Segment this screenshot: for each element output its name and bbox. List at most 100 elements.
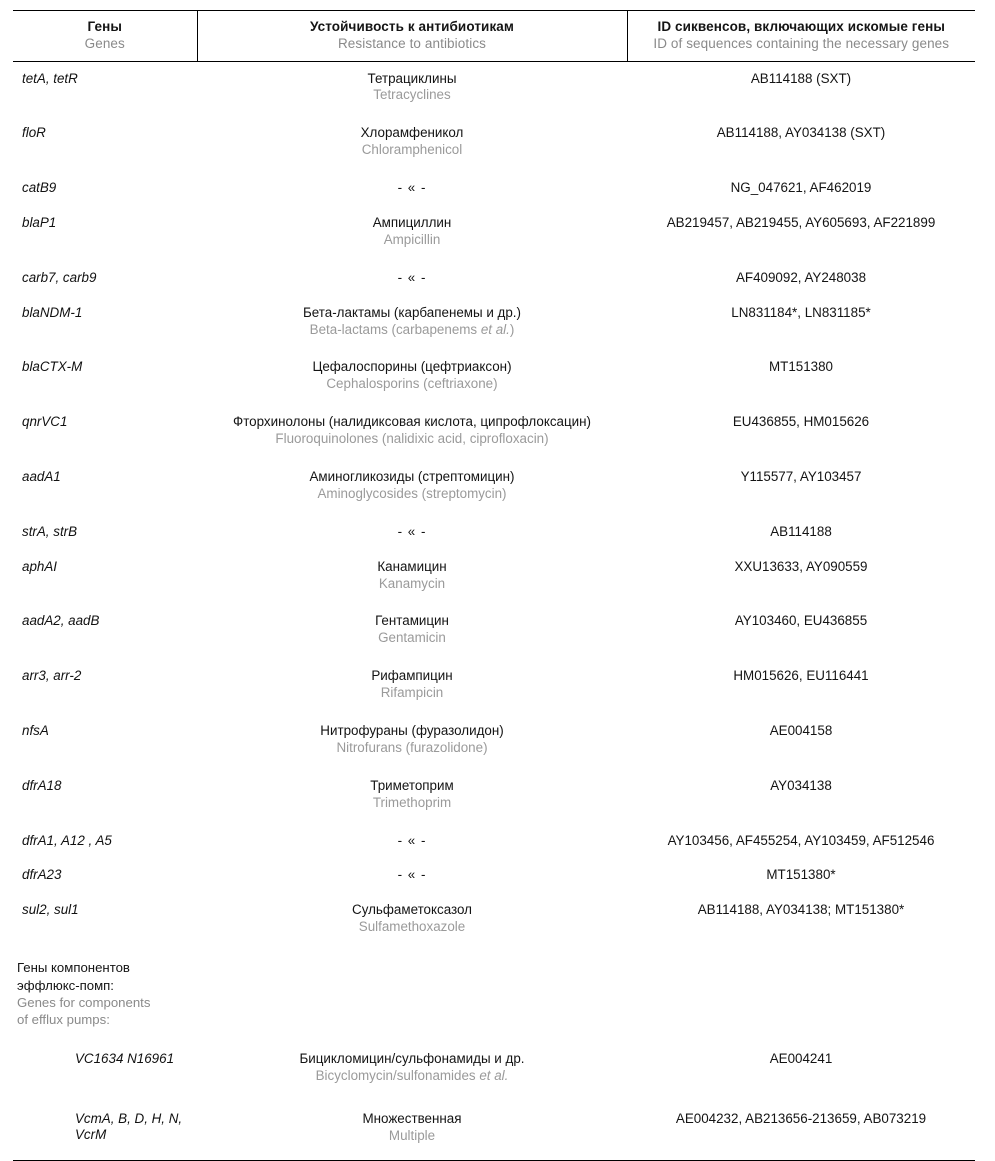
resistance-en: Fluoroquinolones (nalidixic acid, ciprof… [275,431,549,447]
cell-resistance: - « - [197,824,627,859]
resistance-ru: Бета-лактамы (карбапенемы и др.) [303,304,521,320]
gene-names: sul2, sul1 [22,902,79,918]
resistance-ru: Цефалоспорины (цефтриаксон) [312,359,512,375]
resistance-en: Chloramphenicol [361,142,463,158]
resistance-en: Cephalosporins (ceftriaxone) [326,376,498,392]
resistance-en: Ampicillin [383,231,441,247]
antibiotic-resistance-table-wrapper: Гены Genes Устойчивость к антибиотикам R… [13,10,975,1161]
sequence-ids: HM015626, EU116441 [627,659,975,697]
resistance-text: Аминогликозиды (стрептомицин)Aminoglycos… [197,460,627,515]
resistance-text: - « - [197,858,627,892]
sequence-ids: AF409092, AY248038 [627,261,975,296]
cell-genes: blaCTX-M [13,350,197,405]
section-label: Гены компонентов эффлюкс-помп:Genes for … [13,948,197,1035]
cell-sequence-ids: AB219457, AB219455, AY605693, AF221899 [627,206,975,261]
cell-sequence-ids: XXU13633, AY090559 [627,550,975,605]
sequence-ids: AB114188 (SXT) [627,62,975,100]
cell-resistance: Бицикломицин/сульфонамиды и др.Bicyclomy… [197,1035,627,1095]
resistance-ru: Триметоприм [370,777,454,793]
resistance-text: Бета-лактамы (карбапенемы и др.)Beta-lac… [197,296,627,351]
resistance-en: Multiple [388,1127,436,1143]
sequence-ids: LN831184*, LN831185* [627,296,975,334]
cell-genes: nfsA [13,714,197,769]
sequence-id-list: MT151380* [766,867,836,883]
cell-resistance: - « - [197,858,627,893]
gene-names: floR [22,125,46,141]
cell-genes: qnrVC1 [13,405,197,460]
cell-section-label: Гены компонентов эффлюкс-помп:Genes for … [13,948,197,1035]
cell-sequence-ids: AB114188 [627,515,975,550]
antibiotic-resistance-table: Гены Genes Устойчивость к антибиотикам R… [13,10,975,1161]
resistance-ru: Гентамицин [375,613,449,629]
resistance-ru: Ампициллин [372,214,452,230]
sequence-ids: AB114188, AY034138; MT151380* [627,893,975,931]
sequence-id-list: AY103456, AF455254, AY103459, AF512546 [667,832,935,848]
gene-names: dfrA1, A12 , A5 [22,832,112,848]
cell-sequence-ids: MT151380 [627,350,975,405]
cell-resistance: Цефалоспорины (цефтриаксон)Cephalosporin… [197,350,627,405]
sequence-id-list: HM015626, EU116441 [733,668,869,684]
sequence-id-list: AY034138 [770,777,832,793]
cell-genes: carb7, carb9 [13,261,197,296]
sequence-ids: MT151380 [627,350,975,388]
table-row: blaNDM-1 Бета-лактамы (карбапенемы и др.)… [13,296,975,351]
cell-genes: VC1634 N16961 [13,1035,197,1095]
resistance-en: Nitrofurans (furazolidone) [336,739,488,755]
gene-names: blaCTX-M [22,359,83,375]
resistance-en: Kanamycin [378,575,446,591]
resistance-en: Trimethoprim [372,794,452,810]
sequence-id-list: AF409092, AY248038 [735,269,867,285]
sequence-id-list: LN831184*, LN831185* [731,304,871,320]
cell-sequence-ids: AY034138 [627,769,975,824]
cell-genes: blaP1 [13,206,197,261]
resistance-text: - « - [197,171,627,205]
sequence-id-list: MT151380 [768,359,834,375]
cell-section-spacer-ids [627,948,975,1035]
cell-sequence-ids: LN831184*, LN831185* [627,296,975,351]
gene-names: aadA2, aadB [22,613,100,629]
resistance-en: Rifampicin [380,685,444,701]
gene-names: aphAI [22,558,57,574]
ditto-mark: - « - [397,523,427,539]
resistance-en: Beta-lactams (carbapenems et al.) [309,321,515,337]
cell-genes: aadA2, aadB [13,604,197,659]
cell-sequence-ids: AB114188, AY034138; MT151380* [627,893,975,948]
gene-names: carb7, carb9 [22,269,97,285]
cell-genes: dfrA18 [13,769,197,824]
cell-sequence-ids: AE004241 [627,1035,975,1095]
sequence-id-list: EU436855, HM015626 [732,414,870,430]
resistance-ru: Множественная [362,1110,462,1126]
column-header-genes: Гены Genes [13,10,197,62]
resistance-text: Фторхинолоны (налидиксовая кислота, ципр… [197,405,627,460]
column-header-genes-ru: Гены [87,19,123,34]
sequence-ids: AB219457, AB219455, AY605693, AF221899 [627,206,975,244]
cell-genes: aadA1 [13,460,197,515]
resistance-en: Gentamicin [378,630,446,646]
cell-resistance: Фторхинолоны (налидиксовая кислота, ципр… [197,405,627,460]
cell-sequence-ids: AB114188, AY034138 (SXT) [627,116,975,171]
resistance-ru: Аминогликозиды (стрептомицин) [309,469,515,484]
gene-names: blaNDM-1 [22,304,83,320]
cell-sequence-ids: AF409092, AY248038 [627,261,975,296]
sequence-id-list: AE004232, AB213656-213659, AB073219 [675,1110,927,1126]
resistance-text: - « - [197,515,627,549]
gene-names: VcmA, B, D, H, N, VcrM [75,1110,183,1142]
resistance-en: Bicyclomycin/sulfonamides et al. [315,1067,509,1083]
column-header-genes-en: Genes [84,36,125,52]
cell-sequence-ids: AE004232, AB213656-213659, AB073219 [627,1094,975,1161]
